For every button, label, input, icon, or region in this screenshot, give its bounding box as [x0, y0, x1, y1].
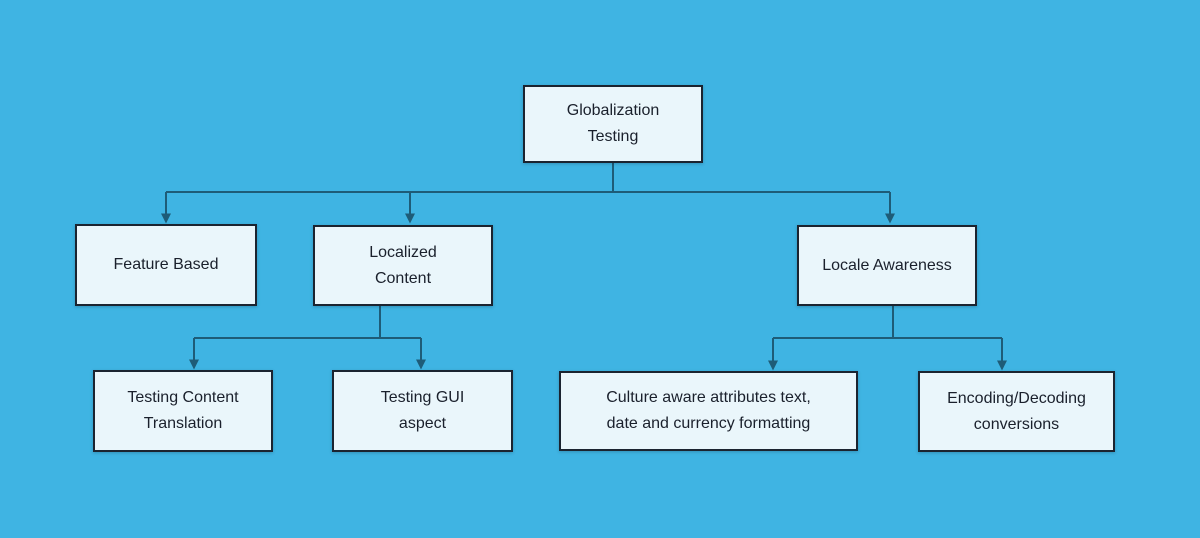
node-label: Encoding/Decoding conversions — [947, 389, 1086, 433]
node-globalization-testing: Globalization Testing — [523, 85, 703, 163]
node-label: Testing Content Translation — [127, 389, 239, 432]
node-locale-awareness: Locale Awareness — [797, 225, 977, 306]
node-label: Feature Based — [113, 256, 219, 273]
node-label: Culture aware attributes text, date and … — [606, 389, 811, 432]
node-feature-based: Feature Based — [75, 224, 257, 306]
node-encoding-decoding-conversions: Encoding/Decoding conversions — [918, 371, 1115, 452]
node-label: Localized Content — [369, 243, 437, 287]
node-culture-aware-attributes: Culture aware attributes text, date and … — [559, 371, 858, 451]
node-localized-content: Localized Content — [313, 225, 493, 306]
node-testing-gui-aspect: Testing GUI aspect — [332, 370, 513, 452]
node-label: Testing GUI aspect — [380, 389, 465, 432]
node-label: Globalization Testing — [566, 102, 660, 145]
node-label: Locale Awareness — [822, 256, 952, 274]
node-testing-content-translation: Testing Content Translation — [93, 370, 273, 452]
